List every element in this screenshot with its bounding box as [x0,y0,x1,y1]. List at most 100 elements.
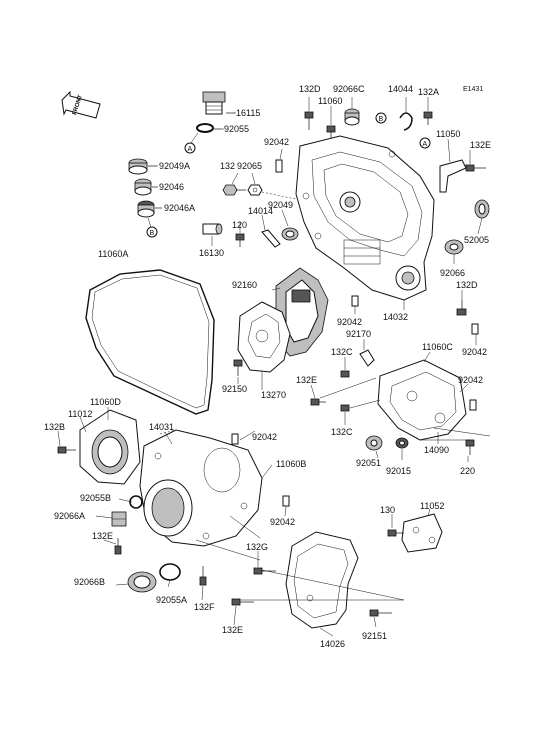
lever-part [261,229,281,248]
callout-a-label: A [188,146,193,153]
part-number-label: 132D [456,280,478,290]
part-number-label: 14090 [424,445,449,455]
part-number-label: 11060A [98,249,128,259]
part-number-label: 132E [222,625,243,635]
part-number-label: 11060B [276,459,306,469]
part-number-label: 92055B [80,493,111,503]
bracket-part [401,513,443,553]
bolt-part [310,398,326,406]
sprocket-cover-part [285,531,359,629]
part-number-label: 92042 [270,517,295,527]
collar-part [137,200,155,218]
part-number-label: 11050 [436,129,460,139]
bolt-part [233,359,243,376]
part-number-label: 92046A [164,203,195,213]
spring-part [399,112,413,131]
part-number-label: 92170 [346,329,371,339]
part-number-label: 14032 [383,312,408,322]
bolt-part [253,567,276,575]
part-number-label: 92055 [224,124,249,134]
plug-part [127,571,157,593]
dowel-pin-part [275,159,283,173]
pressure-plate-part [237,301,291,373]
part-number-label: 132A [418,87,439,97]
callout-b-label: B [150,230,155,237]
shift-arm-part [439,159,467,193]
gasket-part [359,349,375,367]
part-number-label: 92066A [54,511,85,521]
dowel-pin-part [471,323,479,335]
part-number-label: 92055A [156,595,187,605]
part-number-label: 92160 [232,280,257,290]
part-number-label: 92151 [362,631,387,641]
part-number-label: 16130 [199,248,224,258]
dowel-pin-part [282,495,290,507]
dowel-pin-part [469,399,477,411]
part-number-label: 220 [460,466,475,476]
part-number-label: 132 [220,161,235,171]
diagram-code: E1431 [463,86,483,93]
part-number-label: 92042 [458,375,483,385]
part-number-label: 92051 [356,458,381,468]
part-number-label: 92042 [462,347,487,357]
part-number-label: 132E [296,375,317,385]
o-ring-part [395,437,409,449]
part-number-label: 92066C [333,84,365,94]
bolt-part [465,164,486,172]
part-number-label: 92042 [264,137,289,147]
banjo-fitting-part [202,223,223,235]
plug-part [111,511,127,527]
part-number-label: 92065 [237,161,262,171]
collar-part [134,178,152,196]
part-number-label: 132E [92,531,113,541]
part-number-label: 132C [331,347,353,357]
part-number-label: 14031 [149,422,174,432]
bolt-part [199,566,207,586]
seal-part [444,239,464,255]
callout-a-label: A [423,141,428,148]
callout-b-icon [375,112,387,124]
crankcase-cover-part [295,135,435,301]
front-arrow-icon: FRONT [61,90,101,119]
part-number-label: 132B [44,422,65,432]
seal-part [128,158,148,175]
oil-seal-part [474,199,490,219]
washer-part [247,184,263,196]
part-number-label: 52005 [464,235,489,245]
oil-seal-part [365,435,383,451]
bolt-part [369,609,392,617]
side-cover-part [377,359,467,441]
part-number-label: 132D [299,84,321,94]
bolt-part [304,111,314,130]
part-number-label: 16115 [236,108,260,118]
part-number-label: 11052 [420,501,444,511]
bolt-part [340,404,350,412]
part-number-label: 14014 [248,206,273,216]
part-number-label: 132G [246,542,268,552]
bolt-part [57,446,76,454]
part-number-label: 11012 [68,409,92,419]
callout-b-label: B [379,116,384,123]
bolt-part [423,111,433,125]
part-number-label: 120 [232,220,247,230]
clutch-cover-part [139,429,263,547]
part-number-label: 130 [380,505,395,515]
o-ring-part [129,495,143,509]
bolt-part [231,598,254,606]
part-number-label: 132E [470,140,491,150]
callout-b-icon [146,226,158,238]
part-number-label: 14044 [388,84,413,94]
part-number-label: 11060D [90,397,121,407]
bolt-part [340,370,350,378]
oil-filler-plug-part [202,91,226,115]
bolt-part [222,184,246,196]
part-number-label: 92066B [74,577,105,587]
part-number-label: 92066 [440,268,465,278]
part-number-label: 92049 [268,200,293,210]
bolt-part [114,538,122,555]
part-number-label: 92042 [252,432,277,442]
callout-a-icon [419,137,431,149]
part-number-label: 92042 [337,317,362,327]
cover-gasket-part [85,269,215,415]
